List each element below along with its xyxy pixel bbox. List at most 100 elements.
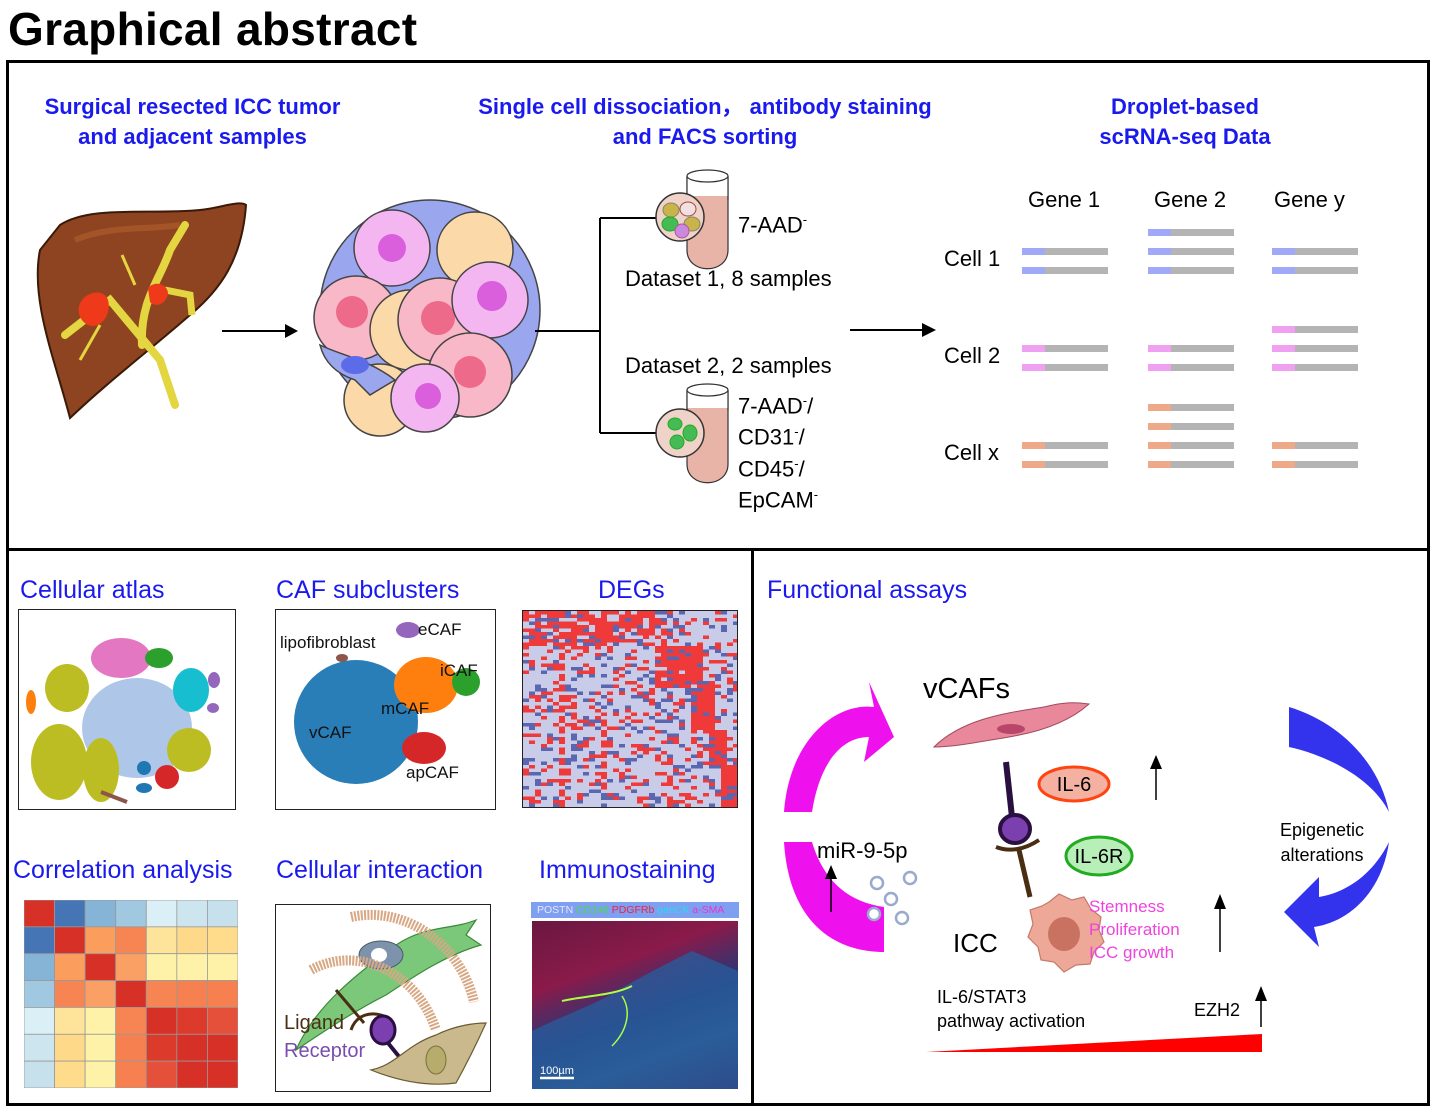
heatmap-cell	[601, 702, 607, 706]
heatmap-cell	[523, 709, 529, 713]
heatmap-cell	[553, 628, 559, 633]
heatmap-cell	[577, 723, 583, 727]
heatmap-cell	[727, 677, 733, 682]
heatmap-cell	[667, 614, 673, 619]
heatmap-cell	[589, 702, 595, 706]
marker-name: 7-AAD	[738, 393, 803, 419]
heatmap-cell	[529, 660, 535, 664]
heatmap-cell	[589, 646, 595, 650]
heatmap-cell	[649, 800, 655, 804]
heatmap-cell	[577, 639, 583, 643]
heatmap-cell	[649, 737, 655, 741]
heatmap-cell	[715, 646, 721, 650]
heatmap-cell	[523, 632, 529, 636]
heatmap-cell	[733, 684, 737, 689]
heatmap-cell	[709, 667, 715, 671]
heatmap-cell	[535, 653, 541, 657]
heatmap-cell	[607, 698, 613, 703]
effect-item: Stemness	[1089, 897, 1165, 916]
heatmap-cell	[595, 649, 601, 654]
heatmap-cell	[607, 786, 613, 790]
heatmap-cell	[697, 747, 703, 752]
heatmap-cell	[661, 737, 667, 741]
heatmap-cell	[679, 674, 685, 678]
heatmap-cell	[649, 653, 655, 657]
heatmap-cell	[619, 677, 625, 682]
heatmap-cell	[571, 653, 577, 657]
heatmap-cell	[601, 635, 607, 640]
heatmap-cell	[619, 723, 625, 727]
heatmap-cell	[595, 646, 601, 650]
heatmap-cell	[679, 716, 685, 720]
dataset1-label: Dataset 1, 8 samples	[625, 266, 832, 291]
heatmap-cell	[703, 765, 709, 769]
heatmap-cell	[727, 789, 733, 794]
heatmap-cell	[625, 779, 631, 783]
heatmap-cell	[547, 796, 553, 801]
heatmap-cell	[571, 688, 577, 692]
heatmap-cell	[613, 789, 619, 794]
heatmap-cell	[661, 747, 667, 752]
heatmap-cell	[577, 733, 583, 738]
heatmap-cell	[619, 667, 625, 671]
heatmap-cell	[637, 800, 643, 804]
heatmap-cell	[571, 632, 577, 636]
heatmap-cell	[637, 642, 643, 647]
interaction-illustration: Ligand Receptor	[284, 909, 487, 1085]
heatmap-cell	[721, 768, 727, 773]
heatmap-cell	[727, 611, 733, 615]
heatmap-cell	[577, 803, 583, 807]
immunostaining-image: 100µm	[532, 921, 738, 1089]
heatmap-cell	[673, 793, 679, 797]
heatmap-cell	[709, 684, 715, 689]
heatmap-cell	[727, 653, 733, 657]
heatmap-cell	[559, 712, 565, 717]
heatmap-cell	[535, 793, 541, 797]
heatmap-cell	[733, 712, 737, 717]
heatmap-cell	[643, 656, 649, 661]
read-bar	[1148, 267, 1234, 274]
heatmap-cell	[547, 653, 553, 657]
interaction-title: Cellular interaction	[276, 856, 484, 884]
heatmap-cell	[577, 800, 583, 804]
heatmap-cell	[571, 695, 577, 699]
heatmap-cell	[709, 656, 715, 661]
heatmap-cell	[553, 747, 559, 752]
heatmap-cell	[733, 786, 737, 790]
heatmap-cell	[631, 684, 637, 689]
heatmap-cell	[589, 747, 595, 752]
heatmap-cell	[601, 754, 607, 759]
heatmap-cell	[589, 695, 595, 699]
heatmap-cell	[661, 740, 667, 745]
heatmap-cell	[625, 684, 631, 689]
heatmap-cell	[553, 726, 559, 731]
heatmap-cell	[565, 716, 571, 720]
heatmap-cell	[595, 712, 601, 717]
heatmap-cell	[727, 716, 733, 720]
heatmap-cell	[583, 695, 589, 699]
heatmap-cell	[691, 786, 697, 790]
heatmap-cell	[709, 646, 715, 650]
heatmap-cell	[625, 681, 631, 685]
heatmap-cell	[673, 614, 679, 619]
heatmap-cell	[733, 709, 737, 713]
heatmap-cell	[703, 782, 709, 787]
heatmap-cell	[565, 698, 571, 703]
heatmap-cell	[523, 803, 529, 807]
heatmap-cell	[703, 681, 709, 685]
heatmap-cell	[577, 796, 583, 801]
dataset2-label: Dataset 2, 2 samples	[625, 353, 832, 378]
heatmap-cell	[559, 663, 565, 668]
correlation-title: Correlation analysis	[13, 856, 233, 884]
heatmap-cell	[733, 660, 737, 664]
heatmap-cell	[583, 611, 589, 615]
heatmap-cell	[649, 775, 655, 780]
heatmap-cell	[547, 642, 553, 647]
heatmap-cell	[733, 800, 737, 804]
heatmap-cell	[577, 677, 583, 682]
heatmap-cell	[577, 625, 583, 629]
heatmap-cell	[679, 737, 685, 741]
heatmap-cell	[685, 628, 691, 633]
heatmap-cell	[571, 674, 577, 678]
heatmap-cell	[655, 803, 661, 807]
